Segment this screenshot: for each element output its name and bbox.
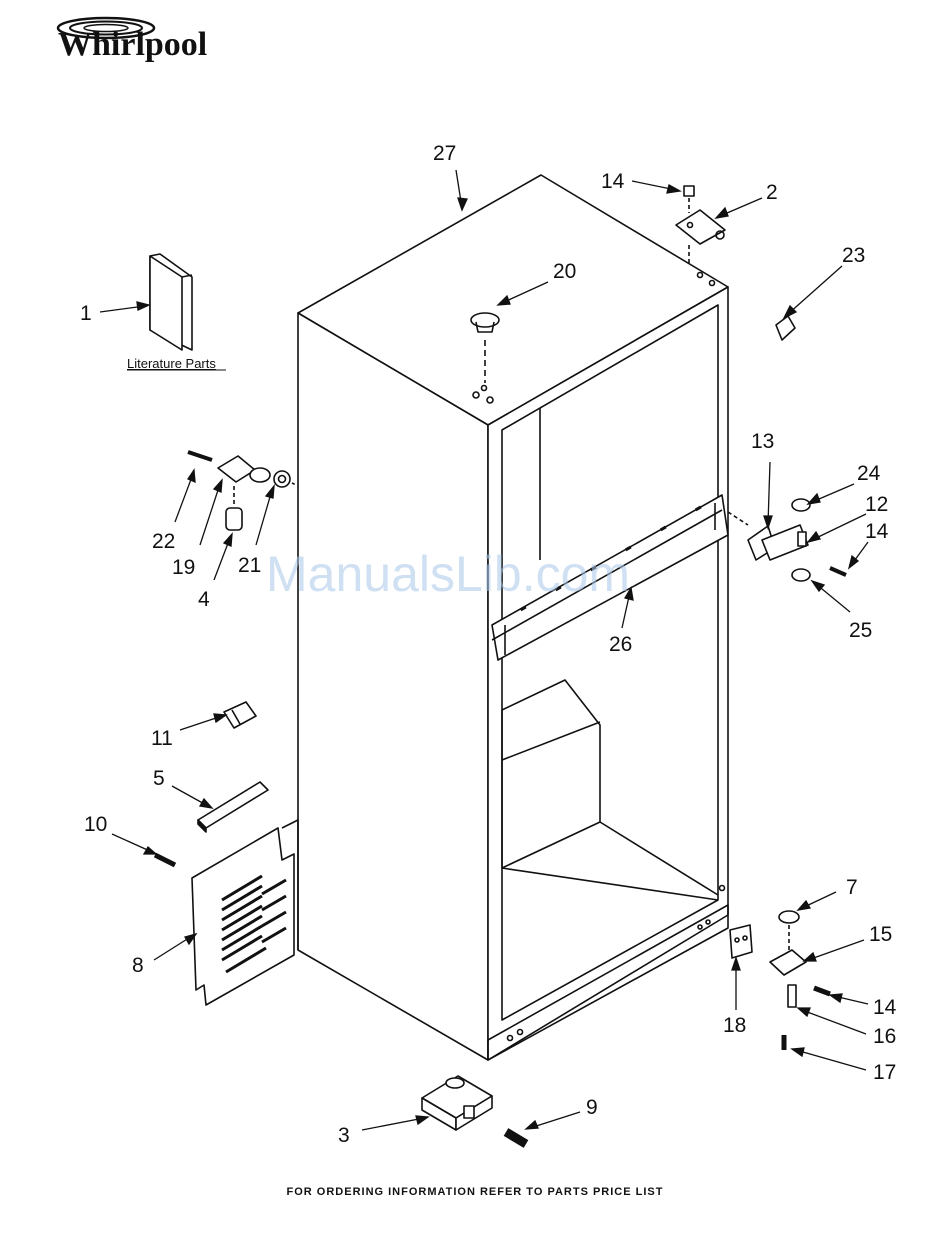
callout-20: 20	[553, 260, 576, 283]
watermark: ManualsLib.com	[266, 545, 630, 603]
literature-parts-label: Literature Parts	[127, 356, 216, 371]
grille-screw-part	[155, 855, 175, 865]
callout-14-bottom: 14	[873, 996, 897, 1019]
middle-hinge-cluster	[728, 499, 846, 581]
callout-26: 26	[609, 633, 632, 656]
callout-15: 15	[869, 923, 892, 946]
callout-12: 12	[865, 493, 888, 516]
callout-16: 16	[873, 1025, 896, 1048]
callout-24: 24	[857, 462, 881, 485]
callout-2: 2	[766, 181, 778, 204]
callout-25: 25	[849, 619, 872, 642]
callout-27: 27	[433, 142, 456, 165]
callout-13: 13	[751, 430, 774, 453]
center-hinge-cluster	[188, 452, 298, 530]
callout-17: 17	[873, 1061, 896, 1084]
callout-14-mid: 14	[865, 520, 889, 543]
hinge-cap-part	[776, 316, 795, 340]
callout-1: 1	[80, 302, 92, 325]
callout-19: 19	[172, 556, 195, 579]
footer-note: FOR ORDERING INFORMATION REFER TO PARTS …	[0, 1186, 950, 1198]
callout-23: 23	[842, 244, 865, 267]
callout-14-top: 14	[601, 170, 625, 193]
callout-9: 9	[586, 1096, 598, 1119]
clip-part	[224, 702, 256, 728]
callout-7: 7	[846, 876, 858, 899]
callout-3: 3	[338, 1124, 350, 1147]
callout-10: 10	[84, 813, 107, 836]
callout-4: 4	[198, 588, 210, 611]
callout-11: 11	[151, 727, 173, 750]
top-hinge-part	[676, 186, 725, 265]
callout-8: 8	[132, 954, 144, 977]
callout-5: 5	[153, 767, 165, 790]
callout-21: 21	[238, 554, 261, 577]
callout-18: 18	[723, 1014, 746, 1037]
leveling-leg-part	[422, 1076, 526, 1144]
callout-22: 22	[152, 530, 175, 553]
literature-booklet	[150, 254, 192, 350]
